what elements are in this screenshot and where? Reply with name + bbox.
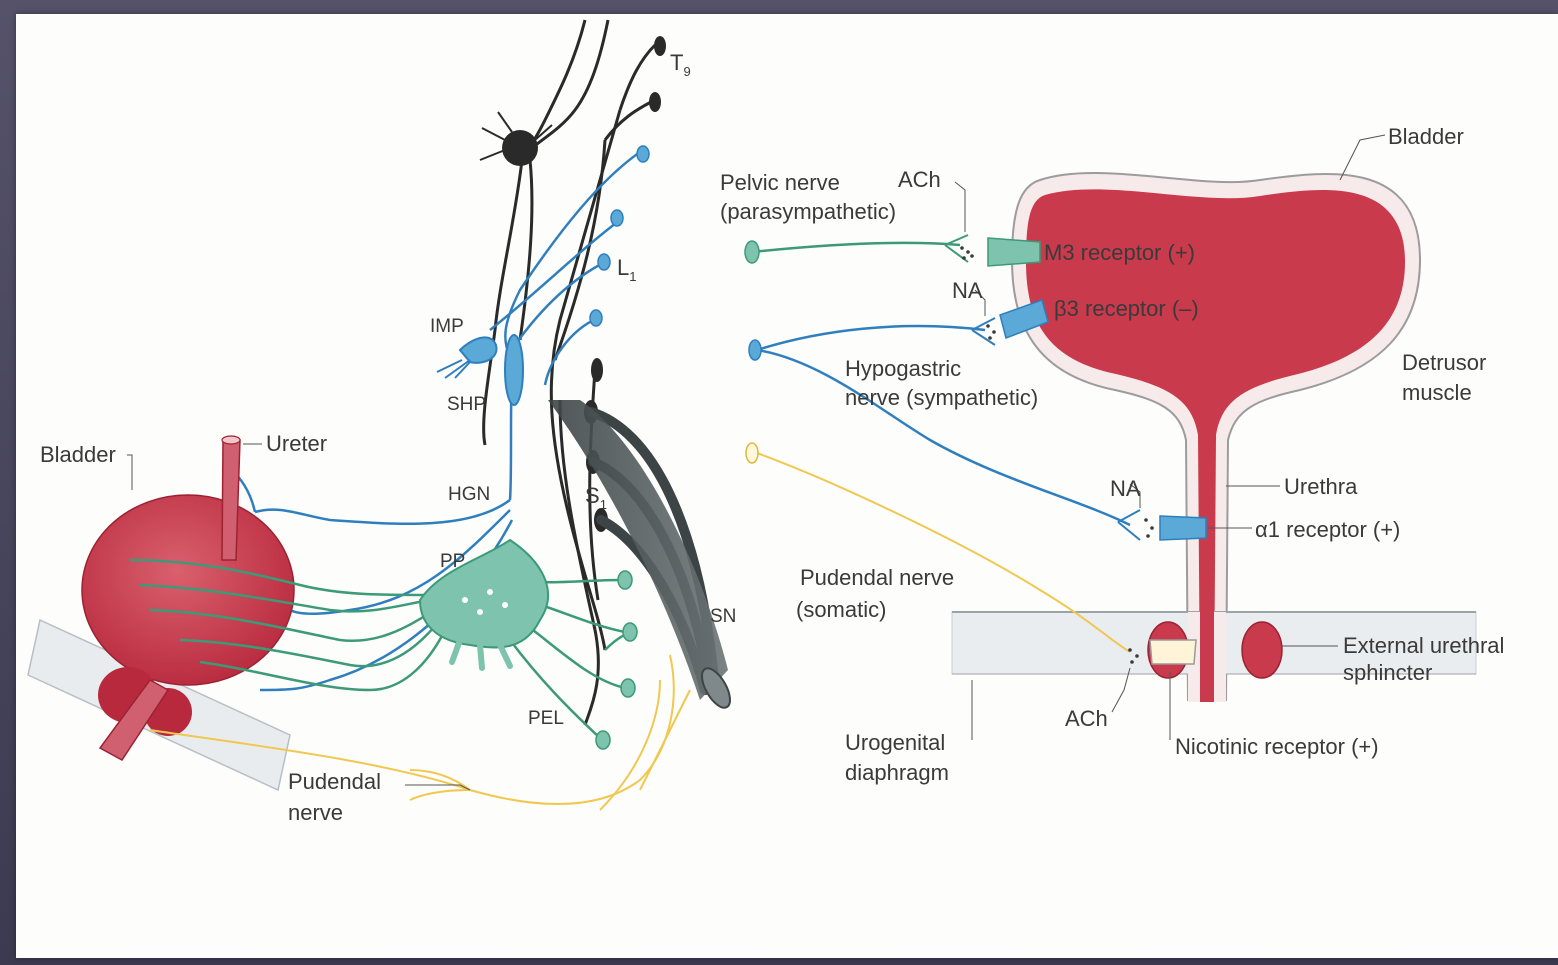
label-right-bladder: Bladder [1388,124,1464,149]
label-ach-top: ACh [898,167,941,192]
label-ach-bottom: ACh [1065,706,1108,731]
left-anatomy-panel [28,20,736,810]
left-ureter [222,440,240,560]
a1-receptor [1160,516,1206,540]
label-a1: α1 receptor (+) [1255,517,1400,542]
urethra-lumen-lower [1200,600,1214,702]
pudendal-nerve-origin [746,443,758,463]
label-pudendal-left-2: nerve [288,800,343,825]
ureter-opening [222,436,240,444]
label-detrusor-1: Detrusor [1402,350,1486,375]
label-uro-2: diaphragm [845,760,949,785]
label-pudendal-left-1: Pudendal [288,769,381,794]
label-detrusor-2: muscle [1402,380,1472,405]
green-terminals [596,571,637,749]
label-ext-1: External urethral [1343,633,1504,658]
label-uro-1: Urogenital [845,730,945,755]
left-bladder [82,495,294,685]
label-na-top: NA [952,278,983,303]
label-pp: PP [440,551,465,572]
labels: T9 L1 S1 IMP SHP HGN PP PEL SN Bladder U… [40,50,1504,825]
label-pelvic-2: (parasympathetic) [720,199,896,224]
nicotinic-receptor [1150,640,1196,664]
label-na-mid: NA [1110,476,1141,501]
label-pudendal-right-2: (somatic) [796,597,886,622]
label-nicotinic: Nicotinic receptor (+) [1175,734,1379,759]
label-t9: T9 [670,50,691,79]
label-sn: SN [710,606,736,627]
label-urethra: Urethra [1284,474,1358,499]
label-b3: β3 receptor (–) [1054,296,1199,321]
label-s1: S1 [585,483,607,512]
shp-ganglion [505,335,523,405]
imp-ganglion [437,337,497,378]
left-bladder-leader [127,455,132,490]
label-ext-2: sphincter [1343,660,1432,685]
hypogastric-nerve-origin [749,340,761,360]
label-hypo-1: Hypogastric [845,356,961,381]
label-m3: M3 receptor (+) [1044,240,1195,265]
label-pelvic-1: Pelvic nerve [720,170,840,195]
label-pel: PEL [528,708,564,729]
m3-receptor [988,238,1040,266]
label-imp: IMP [430,316,464,337]
label-ureter: Ureter [266,431,327,456]
label-pudendal-right-1: Pudendal nerve [800,565,954,590]
label-hgn: HGN [448,484,490,505]
label-shp: SHP [447,394,486,415]
neuron-soma [502,130,538,166]
label-hypo-2: nerve (sympathetic) [845,385,1038,410]
label-left-bladder: Bladder [40,442,116,467]
pp-roots [452,640,510,668]
pelvic-nerve-origin [745,241,759,263]
label-l1: L1 [617,255,636,284]
